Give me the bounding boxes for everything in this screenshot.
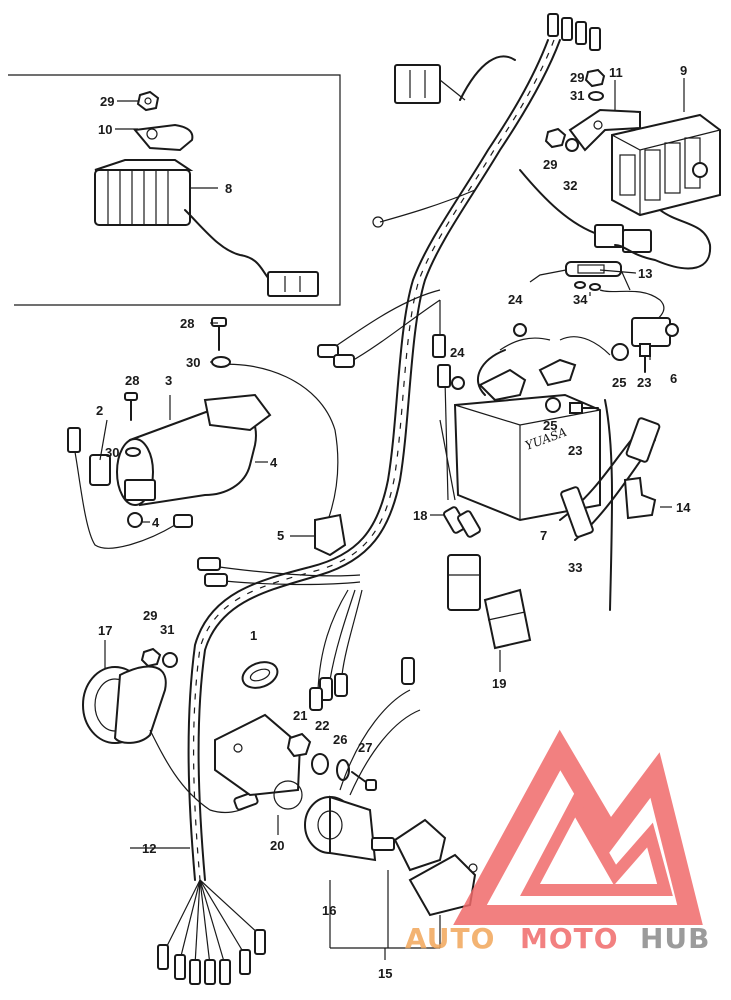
washer-30-lower (125, 447, 141, 457)
washer-31-top (588, 91, 604, 101)
callout-30: 30 (186, 355, 200, 370)
callout-29: 29 (570, 70, 584, 85)
nut-21 (286, 732, 312, 758)
bolt-28-lower (124, 392, 138, 421)
callout-32: 32 (563, 178, 577, 193)
washer-24-upper (513, 323, 527, 337)
callout-16: 16 (322, 903, 336, 918)
bracket-clip (133, 123, 194, 152)
nut-4-lower (127, 512, 143, 528)
battery-cable-left (476, 349, 506, 396)
battery: YUASA (453, 336, 611, 522)
callout-26: 26 (333, 732, 347, 747)
main-harness (157, 13, 652, 985)
mounting-bracket-11 (568, 108, 641, 152)
callout-28: 28 (125, 373, 139, 388)
callout-7: 7 (540, 528, 547, 543)
washer-25-right (611, 343, 629, 361)
callout-2: 2 (96, 403, 103, 418)
horn (82, 665, 259, 814)
watermark-hub: HUB (640, 922, 711, 955)
callout-28: 28 (180, 316, 194, 331)
callout-34: 34 (573, 292, 588, 307)
washer-31-horn (162, 652, 178, 668)
callout-22: 22 (315, 718, 329, 733)
callout-21: 21 (293, 708, 307, 723)
watermark-auto: AUTO (405, 922, 495, 955)
callout-33: 33 (568, 560, 582, 575)
battery-strap (559, 399, 661, 611)
washer-32 (565, 138, 579, 152)
callout-25: 25 (612, 375, 626, 390)
nut-29-mid (544, 127, 567, 149)
nut-29-horn (140, 647, 162, 668)
ignition-coil (116, 363, 339, 521)
callout-25: 25 (543, 418, 557, 433)
rectifier-box (611, 113, 721, 270)
callout-3: 3 (165, 373, 172, 388)
rubber-cover-19b (483, 588, 532, 650)
ignition-switch (304, 657, 421, 862)
callout-15: 15 (378, 966, 392, 981)
bolt-28-upper (211, 317, 227, 351)
washer-30-upper (211, 356, 231, 368)
callout-23: 23 (637, 375, 651, 390)
callout-30: 30 (105, 445, 119, 460)
callout-6: 6 (670, 371, 677, 386)
screw-27 (351, 771, 377, 791)
callout-31: 31 (570, 88, 584, 103)
bolt-23-right (639, 343, 651, 373)
callout-27: 27 (358, 740, 372, 755)
washer-24-lower (451, 376, 465, 390)
regulator (94, 159, 319, 297)
callout-12: 12 (142, 841, 156, 856)
callout-4: 4 (152, 515, 160, 530)
grommet (241, 661, 279, 689)
callout-numbers: 29 10 8 28 30 28 3 2 30 4 4 5 9 11 29 31… (96, 63, 691, 981)
callout-29: 29 (543, 157, 557, 172)
callout-18: 18 (413, 508, 427, 523)
callout-23: 23 (568, 443, 582, 458)
nut-top-inset (136, 90, 160, 112)
watermark-moto: MOTO (520, 922, 619, 955)
callout-24: 24 (508, 292, 523, 307)
watermark-logo: AUTO MOTO HUB (405, 729, 711, 955)
callout-10: 10 (98, 122, 112, 137)
callout-31: 31 (160, 622, 174, 637)
leader-lines (99, 78, 685, 960)
callout-29: 29 (100, 94, 114, 109)
callout-19: 19 (492, 676, 506, 691)
spark-plug-cap-5 (314, 513, 347, 557)
switch-bracket (214, 713, 303, 810)
callout-8: 8 (225, 181, 232, 196)
callout-17: 17 (98, 623, 112, 638)
inset-frame (8, 74, 341, 306)
callout-13: 13 (638, 266, 652, 281)
washer-25-left (545, 397, 561, 413)
nut-29-top (584, 68, 606, 88)
callout-24: 24 (450, 345, 465, 360)
callout-14: 14 (676, 500, 691, 515)
callout-20: 20 (270, 838, 284, 853)
fuse-holder (529, 261, 631, 291)
connector-2 (67, 427, 193, 549)
callout-29: 29 (143, 608, 157, 623)
bolt-23-left (569, 402, 599, 414)
callout-9: 9 (680, 63, 687, 78)
bracket-14 (623, 476, 657, 520)
collar-22 (311, 753, 329, 775)
callout-4: 4 (270, 455, 278, 470)
rubber-cover-19a (447, 554, 481, 611)
relay-switch (631, 317, 679, 360)
callout-11: 11 (609, 65, 623, 80)
callout-1: 1 (250, 628, 257, 643)
callout-5: 5 (277, 528, 284, 543)
switch-connector-upper (393, 818, 447, 872)
